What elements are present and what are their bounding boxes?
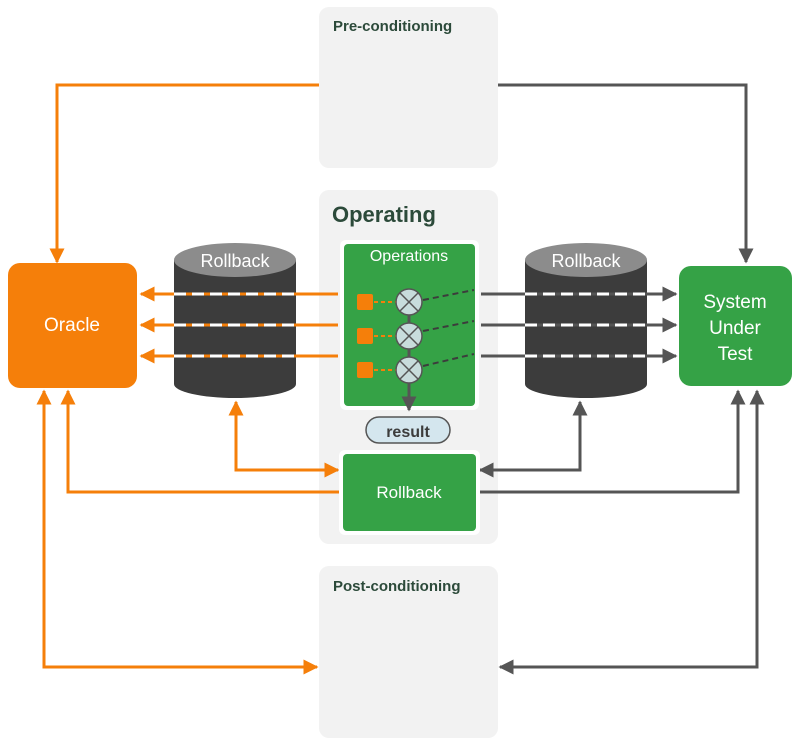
op-circle-2 [395,322,423,350]
post-conditioning-title: Post-conditioning [333,578,460,595]
result-label: result [386,424,430,441]
left-db-body [174,260,296,398]
rollback-to-sut-arrow [478,389,746,494]
op-circle-3 [395,356,423,384]
sut-label-line2: Under [709,318,761,339]
result-pill [365,416,451,444]
right-db-dashes [525,292,647,358]
right-rollback-database: Rollback [525,243,647,398]
pre-conditioning-panel [319,7,498,168]
oracle-label: Oracle [44,315,100,336]
pre-conditioning-title: Pre-conditioning [333,18,452,35]
rollback-to-right-db-arrow [478,400,588,478]
left-db-dashes [174,292,296,358]
op-square-3 [357,362,373,378]
pre-to-sut-arrow [498,83,754,264]
op-out-3 [422,353,475,367]
oracle-box [8,263,137,388]
rollback-to-left-db-arrow [228,400,340,478]
sut-label-line1: System [703,292,766,313]
right-db-top [525,243,647,277]
system-under-test-box [679,266,792,386]
oracle-to-post-arrow [36,389,319,675]
left-db-label: Rollback [200,251,270,271]
pre-to-oracle-arrow [49,83,319,264]
rollback-box [343,454,476,531]
op-square-2 [357,328,373,344]
post-conditioning-panel [319,566,498,738]
rollback-to-oracle-arrow [60,389,340,494]
sut-to-post-arrow [498,389,765,675]
rollback-label: Rollback [376,483,442,502]
left-rollback-database: Rollback [174,243,296,398]
right-db-body [525,260,647,398]
operation-rows [357,288,475,412]
op-out-2 [422,320,475,332]
left-db-top [174,243,296,277]
operations-label: Operations [370,248,448,265]
operating-title: Operating [332,202,436,227]
op-circle-1 [395,288,423,316]
op-out-1 [422,289,475,301]
right-db-label: Rollback [551,251,621,271]
op-square-1 [357,294,373,310]
sut-label-line3: Test [718,344,754,365]
